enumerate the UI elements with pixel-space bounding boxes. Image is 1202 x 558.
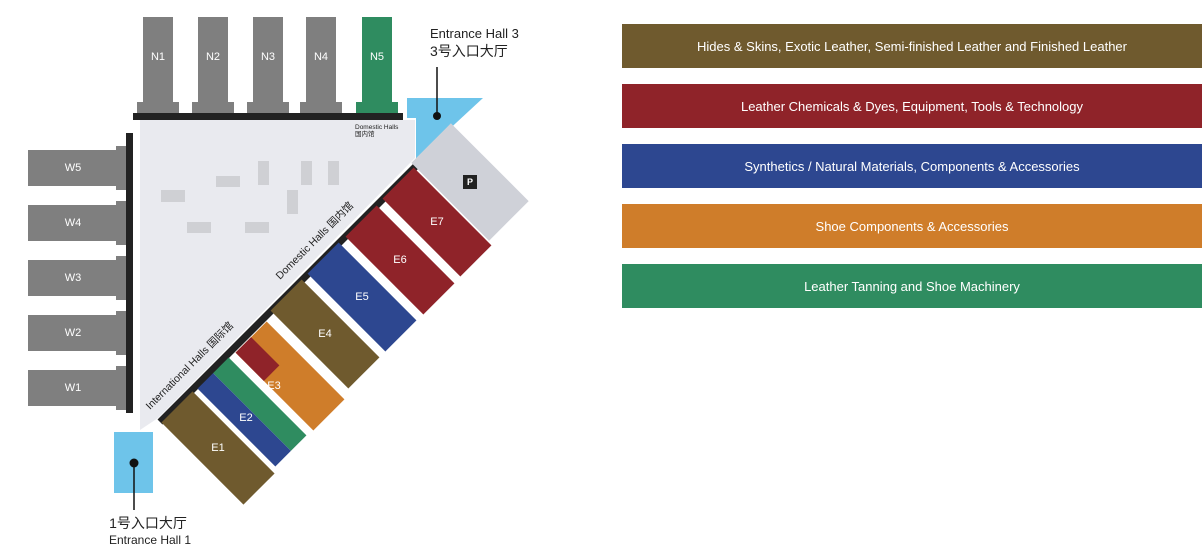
legend-hides-skins: Hides & Skins, Exotic Leather, Semi-fini…	[622, 24, 1202, 68]
hall-E6[interactable]: E6	[345, 205, 455, 315]
plaza-area	[140, 120, 415, 430]
legend-shoe-components: Shoe Components & Accessories	[622, 204, 1202, 248]
svg-text:W4: W4	[65, 217, 82, 229]
svg-text:N1: N1	[151, 51, 165, 63]
entrance-3-label-cn: 3号入口大厅	[430, 43, 508, 59]
hall-E4[interactable]: E4	[270, 279, 380, 389]
legend-machinery: Leather Tanning and Shoe Machinery	[622, 264, 1202, 308]
parking-icon: P	[467, 177, 473, 187]
entrance-1-label-en: Entrance Hall 1	[109, 533, 191, 547]
domestic-halls-small-label-cn: 国内馆	[355, 129, 375, 138]
hall-N5[interactable]: N5	[356, 17, 398, 115]
svg-text:W5: W5	[65, 162, 82, 174]
west-corridor	[126, 133, 133, 413]
east-halls: E1 E2 E3 E4 E5 E6 E7	[161, 167, 492, 505]
hall-E7[interactable]: E7	[382, 167, 492, 277]
hall-N1[interactable]: N1	[137, 17, 179, 115]
hall-E2[interactable]: E2	[197, 357, 307, 467]
entrance-1-marker-icon	[129, 458, 139, 468]
svg-text:N3: N3	[261, 51, 275, 63]
svg-text:N5: N5	[370, 51, 384, 63]
entrance-1-label-cn: 1号入口大厅	[109, 515, 187, 531]
svg-text:W2: W2	[65, 327, 82, 339]
svg-text:E4: E4	[318, 328, 331, 340]
hall-W4[interactable]: W4	[28, 201, 126, 245]
hall-N4[interactable]: N4	[300, 17, 342, 115]
svg-text:N2: N2	[206, 51, 220, 63]
west-halls: W5 W4 W3 W2 W1	[28, 146, 126, 410]
hall-N3[interactable]: N3	[247, 17, 289, 115]
svg-text:W3: W3	[65, 272, 82, 284]
north-halls: N1 N2 N3 N4 N5	[137, 17, 398, 115]
hall-E3[interactable]: E3	[232, 321, 345, 435]
legend-synthetics: Synthetics / Natural Materials, Componen…	[622, 144, 1202, 188]
entrance-hall-3[interactable]	[407, 98, 483, 160]
svg-text:N4: N4	[314, 51, 328, 63]
north-corridor	[133, 113, 403, 120]
svg-text:E5: E5	[355, 291, 368, 303]
svg-text:E1: E1	[211, 442, 224, 454]
hall-N2[interactable]: N2	[192, 17, 234, 115]
plaza-blocks	[161, 161, 339, 233]
svg-text:E7: E7	[430, 216, 443, 228]
svg-text:W1: W1	[65, 382, 82, 394]
hall-W3[interactable]: W3	[28, 256, 126, 300]
svg-text:E6: E6	[393, 254, 406, 266]
hall-W1[interactable]: W1	[28, 366, 126, 410]
legend-leather-chemicals: Leather Chemicals & Dyes, Equipment, Too…	[622, 84, 1202, 128]
entrance-3-label-en: Entrance Hall 3	[430, 26, 519, 41]
entrance-3-marker-icon	[433, 112, 441, 120]
svg-text:E2: E2	[239, 412, 252, 424]
hall-E1[interactable]: E1	[161, 391, 275, 505]
hall-W5[interactable]: W5	[28, 146, 126, 190]
domestic-halls-small-label: Domestic Halls	[355, 124, 399, 131]
hall-E5[interactable]: E5	[307, 242, 417, 352]
svg-text:E3: E3	[267, 380, 280, 392]
hall-W2[interactable]: W2	[28, 311, 126, 355]
